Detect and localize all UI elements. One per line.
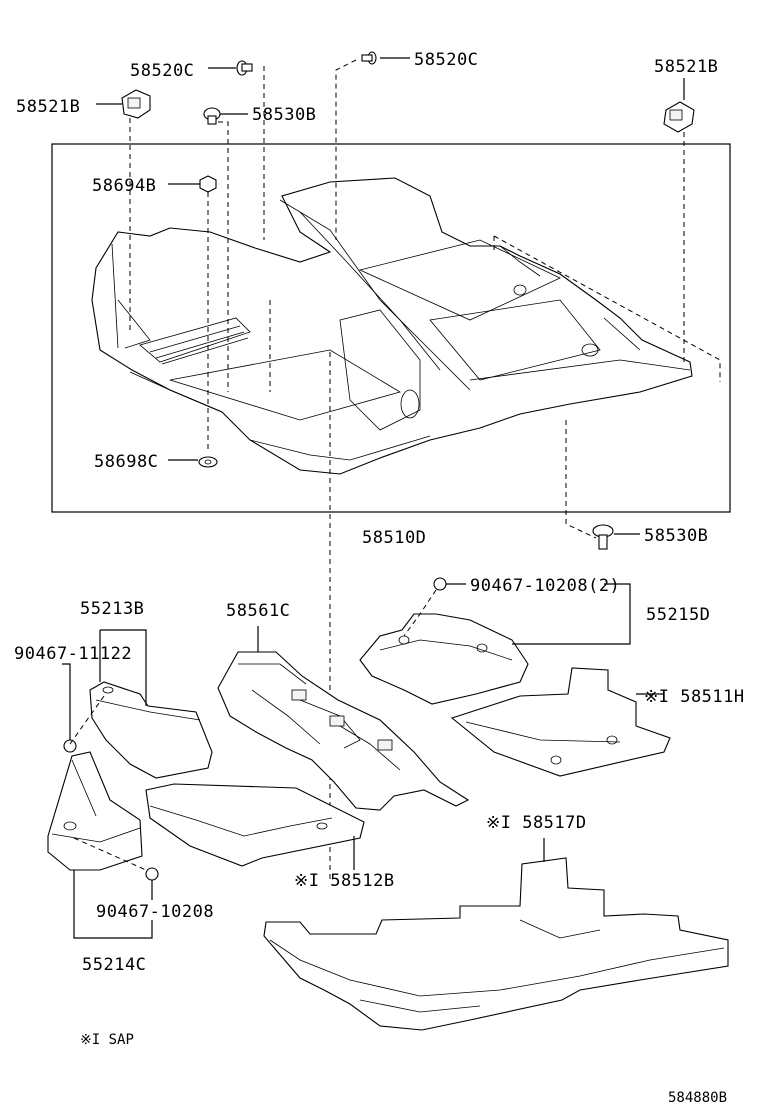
label-58561C: 58561C	[226, 601, 290, 621]
label-58698C: 58698C	[94, 452, 158, 472]
bracket-58521B-left	[121, 89, 151, 119]
mat-58511H	[450, 667, 671, 777]
label-55214C: 55214C	[82, 955, 146, 975]
nut-90467-10208-2	[433, 577, 447, 591]
clip-58520C-right	[361, 51, 377, 65]
label-90467-10208: 90467-10208	[96, 902, 214, 922]
label-58530B-b: 58530B	[644, 526, 708, 546]
carpet-frame	[51, 143, 731, 513]
bracket-58521B-right	[663, 101, 695, 133]
label-58510D: 58510D	[362, 528, 426, 548]
panel-55215D	[359, 613, 529, 705]
panel-55213B	[89, 681, 213, 779]
label-58520C-b: 58520C	[414, 50, 478, 70]
nut-90467-10208	[145, 867, 159, 881]
mat-58512B	[145, 783, 365, 867]
label-58521B-b: 58521B	[654, 57, 718, 77]
label-90467-11122: 90467-11122	[14, 644, 132, 664]
note-sap: ※I SAP	[80, 1032, 134, 1048]
label-55213B: 55213B	[80, 599, 144, 619]
floor-carpet-assembly	[91, 177, 693, 475]
nut-90467-11122	[63, 739, 77, 753]
washer-58698C	[198, 456, 218, 468]
mat-58517D	[263, 857, 729, 1031]
console-58561C	[217, 651, 470, 811]
label-58511H: ※I 58511H	[644, 687, 745, 707]
clip-58530B-bottom	[592, 524, 614, 550]
label-55215D: 55215D	[646, 605, 710, 625]
label-58512B: ※I 58512B	[294, 871, 395, 891]
label-58694B: 58694B	[92, 176, 156, 196]
label-58521B-a: 58521B	[16, 97, 80, 117]
clip-58520C-left	[236, 60, 253, 76]
clip-58530B-top	[203, 107, 221, 125]
label-90467-10208-2: 90467-10208(2)	[470, 576, 620, 596]
nut-58694B	[199, 175, 217, 193]
label-58517D: ※I 58517D	[486, 813, 587, 833]
bracket-55214C	[47, 751, 143, 871]
diagram-code: 584880B	[668, 1090, 727, 1106]
label-58530B-a: 58530B	[252, 105, 316, 125]
label-58520C-a: 58520C	[130, 61, 194, 81]
